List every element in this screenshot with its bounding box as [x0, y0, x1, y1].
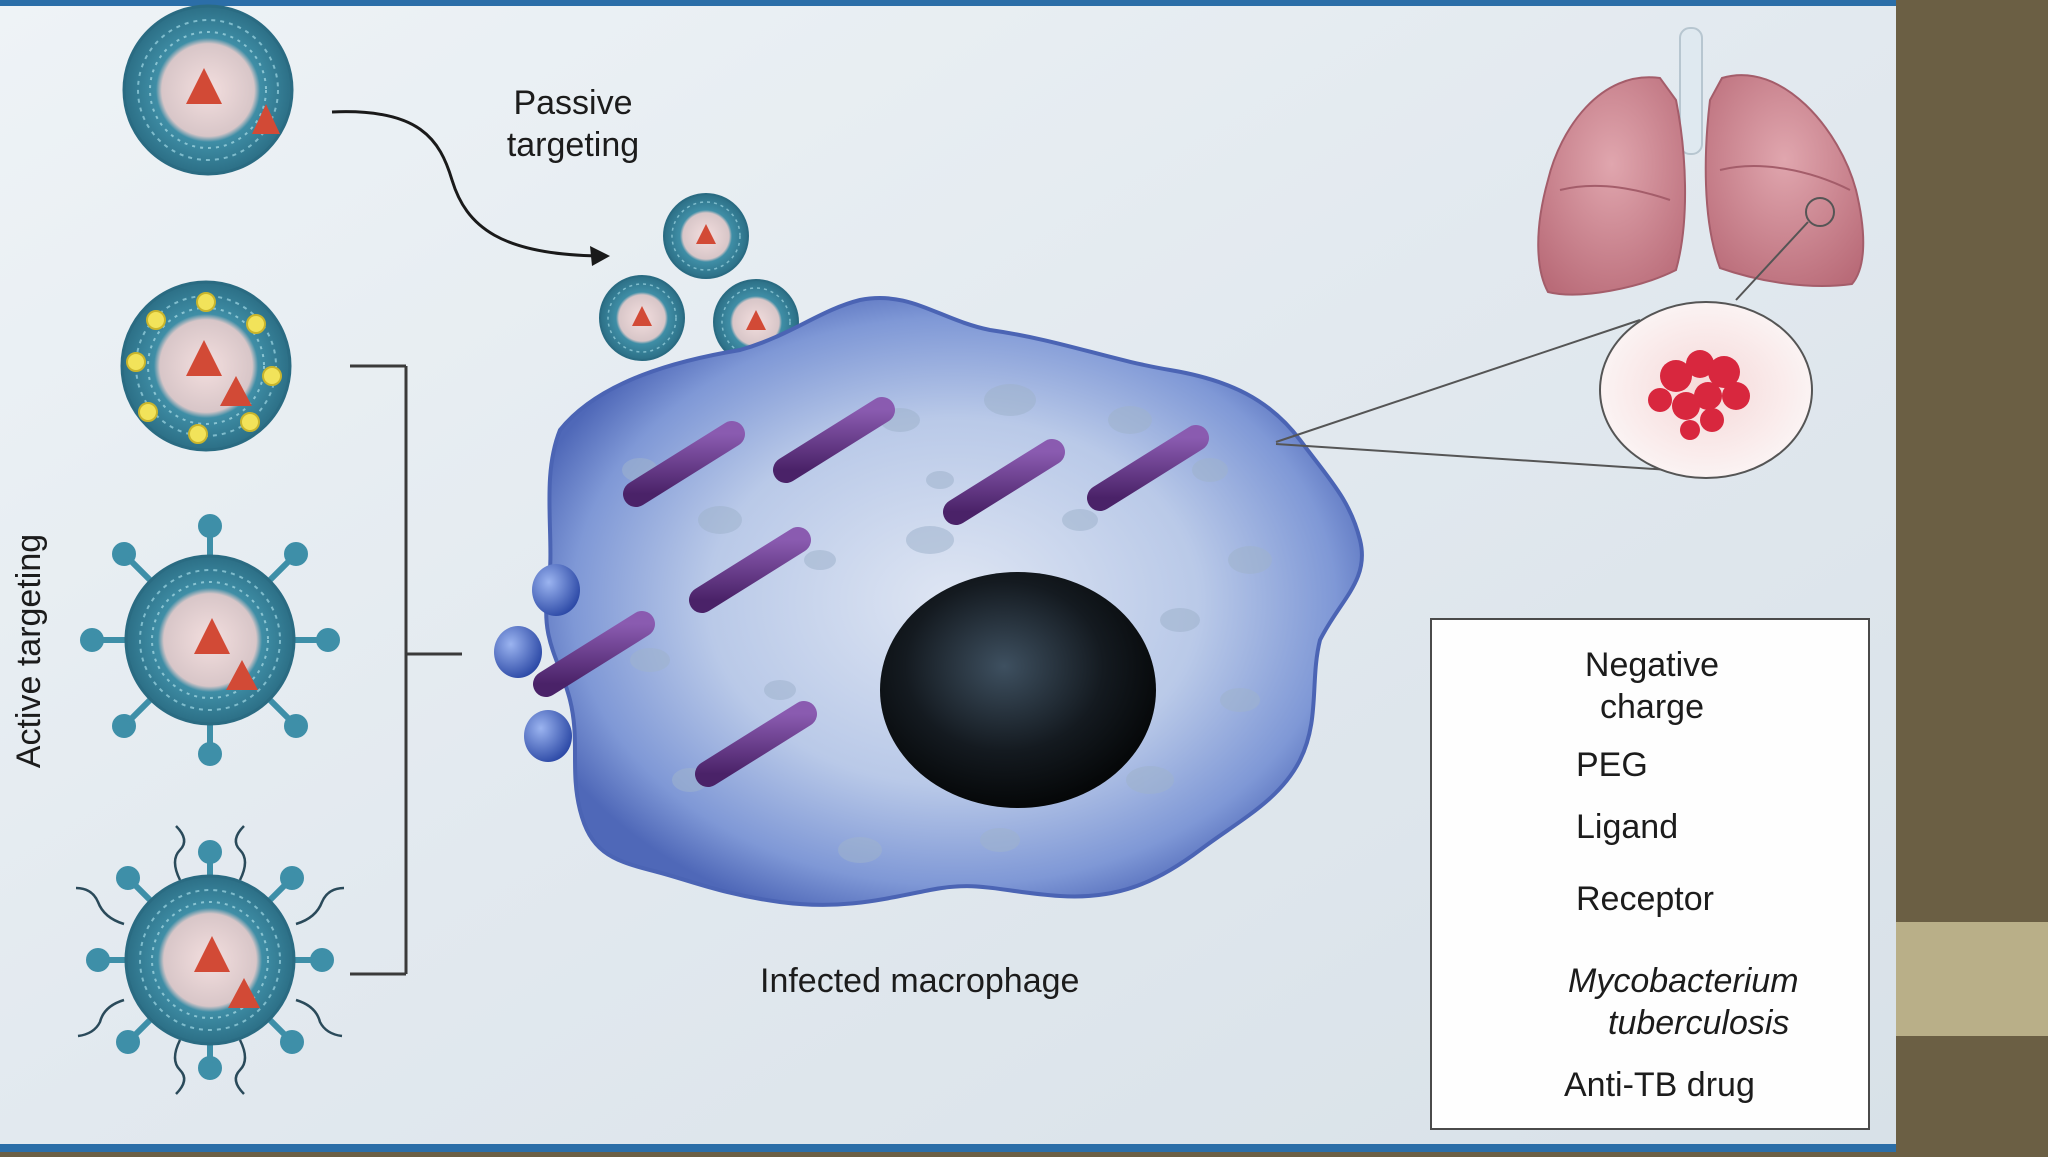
receptor-icon [532, 564, 580, 616]
passive-arrow [331, 110, 607, 258]
receptor-icon [524, 710, 572, 762]
bottom-frame [0, 1144, 1896, 1152]
legend-peg: PEG [1576, 746, 1648, 784]
legend-myco-line2: tuberculosis [1608, 1004, 1790, 1042]
legend-ligand: Ligand [1576, 808, 1679, 846]
liposome-icon [120, 280, 292, 452]
legend: Negative charge PEG Ligand Receptor Myco… [1430, 618, 1870, 1130]
arrow-head [590, 246, 610, 266]
side-band [1896, 922, 2048, 1036]
lung-icon [1537, 27, 1865, 296]
legend-negative-line2: charge [1600, 688, 1704, 726]
nucleus-icon [880, 572, 1156, 808]
legend-myco-line1: Mycobacterium [1568, 962, 1799, 1000]
macrophage-label: Infected macrophage [760, 962, 1080, 1000]
receptor-icon [494, 626, 542, 678]
receptor-group [494, 564, 580, 762]
active-targeting-label: Active targeting [10, 533, 48, 769]
legend-drug: Anti-TB drug [1564, 1066, 1755, 1104]
passive-targeting-label: Passive targeting [488, 82, 658, 166]
active-bracket [350, 364, 462, 976]
bacteria-cluster [1648, 350, 1750, 440]
top-frame [0, 0, 1896, 6]
passive-line2: targeting [506, 126, 640, 164]
legend-negative-line1: Negative [1584, 646, 1720, 684]
liposome-icon [75, 825, 345, 1095]
diagram-panel: Passive targeting Active targeting Infec… [0, 0, 1896, 1152]
diagram-svg [0, 0, 1896, 1152]
zoom-lines [1275, 221, 1809, 473]
liposome-icon [122, 4, 294, 176]
liposome-icon [80, 514, 340, 766]
passive-line1: Passive [513, 84, 633, 122]
legend-receptor: Receptor [1576, 880, 1714, 918]
